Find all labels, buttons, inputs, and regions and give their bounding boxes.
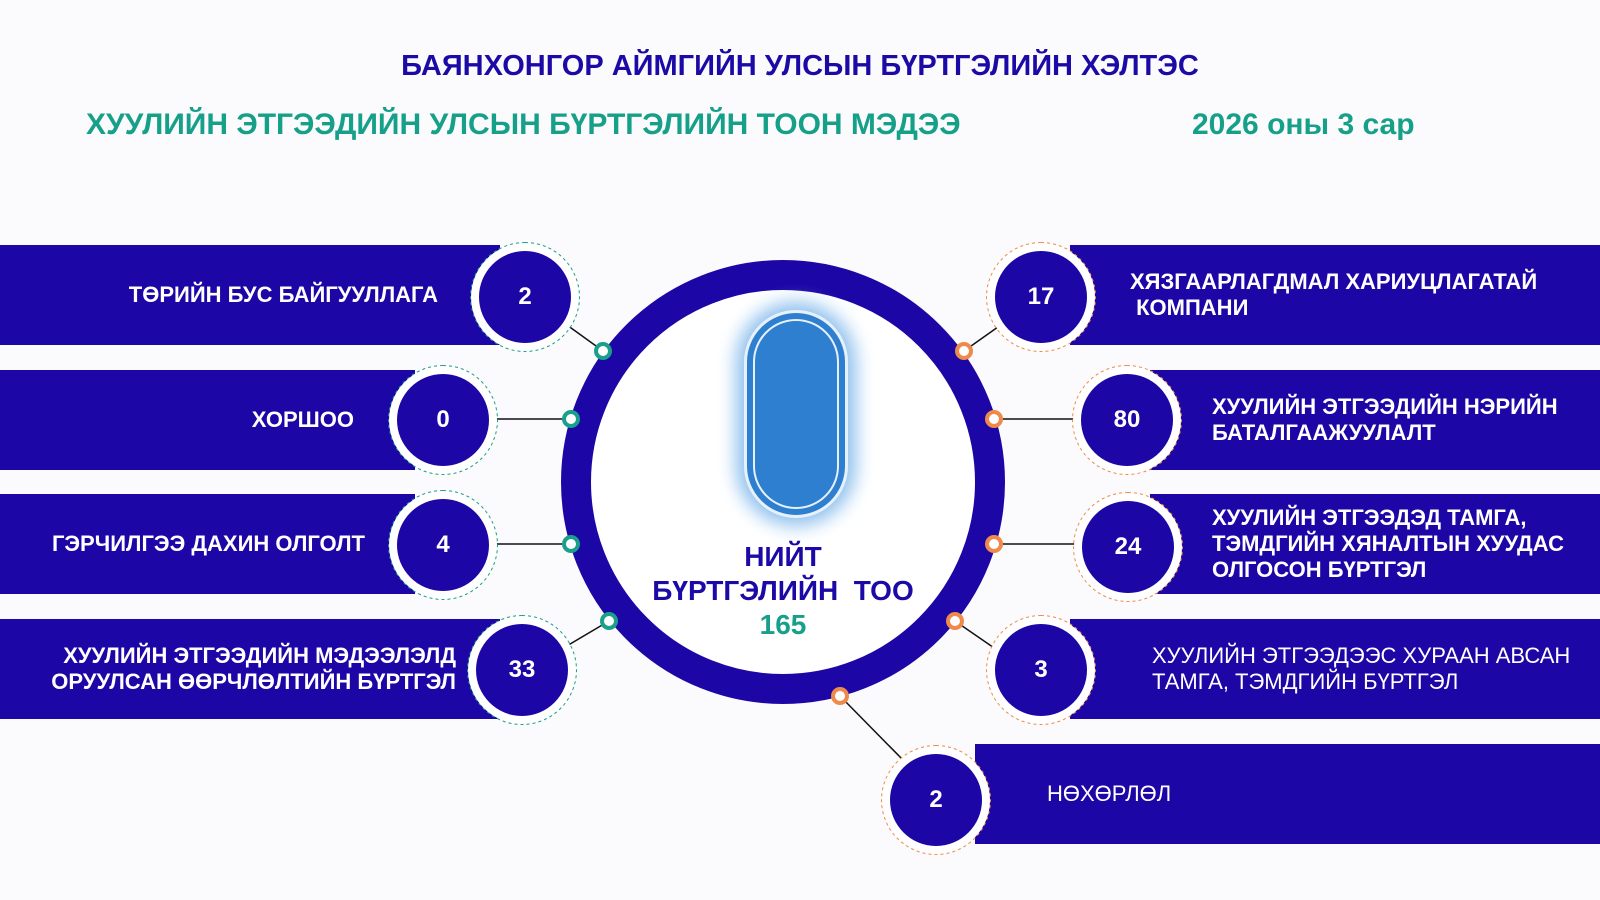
stat-label: ХУУЛИЙН ЭТГЭЭДЭД ТАМГА,ТЭМДГИЙН ХЯНАЛТЫН… <box>1212 505 1564 583</box>
stat-label-line: ХУУЛИЙН ЭТГЭЭДИЙН МЭДЭЭЛЭЛД <box>63 643 456 668</box>
stat-value-info-changes: 33 <box>476 624 568 716</box>
stat-bar-ngo: ТӨРИЙН БУС БАЙГУУЛЛАГА <box>0 245 500 345</box>
stat-bar-seal-control-sheet: ХУУЛИЙН ЭТГЭЭДЭД ТАМГА,ТЭМДГИЙН ХЯНАЛТЫН… <box>1150 494 1600 594</box>
page-subtitle: ХУУЛИЙН ЭТГЭЭДИЙН УЛСЫН БҮРТГЭЛИЙН ТООН … <box>86 108 961 141</box>
total-label-line1: НИЙТ <box>744 541 822 572</box>
stat-bar-partnership: НӨХӨРЛӨЛ <box>975 744 1600 844</box>
dotted-ring <box>986 242 1096 352</box>
connector-dot <box>562 535 580 553</box>
connector-dot <box>831 687 849 705</box>
total-summary: НИЙТ БҮРТГЭЛИЙН ТОО 165 <box>583 540 983 642</box>
connector-dot <box>600 612 618 630</box>
stat-label-line: ХЯЗГААРЛАГДМАЛ ХАРИУЦЛАГАТАЙ <box>1130 269 1538 294</box>
dotted-ring <box>470 242 580 352</box>
stat-value-seal-withdrawn: 3 <box>995 624 1087 716</box>
connector-dot <box>955 342 973 360</box>
stat-bar-certificate-reissue: ГЭРЧИЛГЭЭ ДАХИН ОЛГОЛТ <box>0 494 415 594</box>
total-value: 165 <box>759 609 807 640</box>
orange-connector-dots <box>831 342 1003 705</box>
connector-dot <box>985 535 1003 553</box>
stat-label-line: КОМПАНИ <box>1130 295 1249 320</box>
stat-label-line: БАТАЛГААЖУУЛАЛТ <box>1212 420 1436 445</box>
dotted-ring <box>1072 365 1182 475</box>
page-title: БАЯНХОНГОР АЙМГИЙН УЛСЫН БҮРТГЭЛИЙН ХЭЛТ… <box>401 50 1199 82</box>
stat-value-name-verification: 80 <box>1081 374 1173 466</box>
stat-value-ngo: 2 <box>479 251 571 343</box>
stat-label: ХЯЗГААРЛАГДМАЛ ХАРИУЦЛАГАТАЙ КОМПАНИ <box>1130 269 1537 321</box>
dotted-ring <box>388 490 498 600</box>
stat-label: НӨХӨРЛӨЛ <box>1047 781 1172 806</box>
teal-connector-dots <box>562 342 618 630</box>
stat-bar-cooperative: ХОРШОО <box>0 370 415 470</box>
stat-label-line: ХУУЛИЙН ЭТГЭЭДИЙН НЭРИЙН <box>1212 394 1558 419</box>
dotted-ring <box>881 745 991 855</box>
stat-label-line: ОЛГОСОН БҮРТГЭЛ <box>1212 557 1427 582</box>
stat-label-line: ТЭМДГИЙН ХЯНАЛТЫН ХУУДАС <box>1212 531 1564 556</box>
stat-value-certificate-reissue: 4 <box>397 499 489 591</box>
stat-label: ТӨРИЙН БУС БАЙГУУЛЛАГА <box>128 282 438 307</box>
connector-dot <box>594 342 612 360</box>
stat-bar-llc: ХЯЗГААРЛАГДМАЛ ХАРИУЦЛАГАТАЙ КОМПАНИ <box>1070 245 1600 345</box>
stat-value-cooperative: 0 <box>397 374 489 466</box>
connector-dot <box>946 612 964 630</box>
stat-label-line: ОРУУЛСАН ӨӨРЧЛӨЛТИЙН БҮРТГЭЛ <box>51 669 456 694</box>
dotted-ring <box>1073 492 1183 602</box>
stat-label: ГЭРЧИЛГЭЭ ДАХИН ОЛГОЛТ <box>51 531 365 556</box>
stat-value-seal-control-sheet: 24 <box>1082 501 1174 593</box>
period-label: 2026 оны 3 сар <box>1192 108 1415 141</box>
connector-dot <box>985 410 1003 428</box>
stat-value-partnership: 2 <box>890 754 982 846</box>
stat-label-line: ХУУЛИЙН ЭТГЭЭДЭЭС ХУРААН АВСАН <box>1152 643 1571 668</box>
connector-dot <box>562 410 580 428</box>
dotted-ring <box>467 615 577 725</box>
stat-label-line: ТАМГА, ТЭМДГИЙН БҮРТГЭЛ <box>1152 669 1459 694</box>
total-label-line2: БҮРТГЭЛИЙН ТОО <box>652 575 914 606</box>
stat-label-line: ХУУЛИЙН ЭТГЭЭДЭД ТАМГА, <box>1212 505 1527 530</box>
dotted-ring <box>388 365 498 475</box>
state-emblem-logo <box>744 310 848 518</box>
stat-label: ХОРШОО <box>251 407 354 432</box>
stat-value-llc: 17 <box>995 251 1087 343</box>
dotted-ring <box>986 615 1096 725</box>
